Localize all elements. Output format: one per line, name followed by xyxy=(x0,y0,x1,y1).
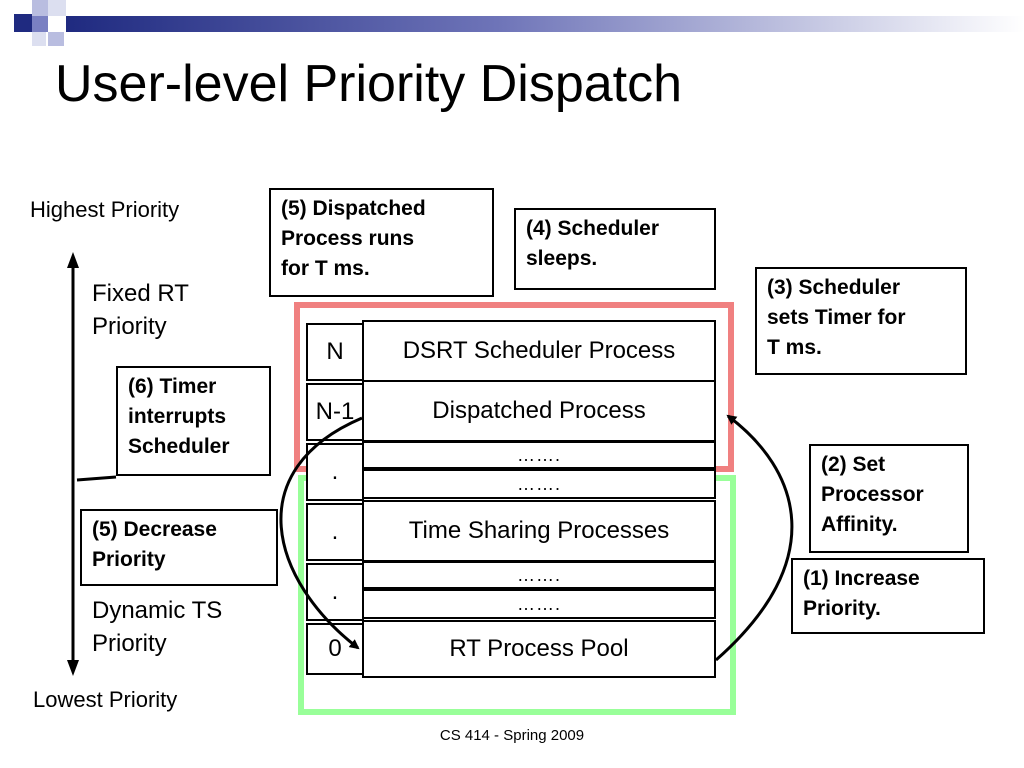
step2-processor-affinity-box: (2) Set Processor Affinity. xyxy=(809,444,969,553)
queue-level-cell: . xyxy=(306,443,364,501)
queue-ellipsis-cell: ……. xyxy=(362,469,716,499)
step-text: Affinity. xyxy=(821,513,898,536)
fixed-rt-line: Priority xyxy=(92,313,167,340)
step4-scheduler-sleeps-box: (4) Scheduler sleeps. xyxy=(514,208,716,290)
queue-ellipsis-cell: ……. xyxy=(362,561,716,589)
step-text: Processor xyxy=(821,483,924,506)
step-text: (1) Increase xyxy=(803,567,920,590)
step-text: for T ms. xyxy=(281,257,370,280)
header-square xyxy=(14,14,32,32)
queue-process-cell: RT Process Pool xyxy=(362,620,716,678)
step-text: interrupts xyxy=(128,405,227,428)
step-text: T ms. xyxy=(767,336,822,359)
step1-increase-priority-box: (1) Increase Priority. xyxy=(791,558,985,634)
queue-process-cell: Time Sharing Processes xyxy=(362,500,716,562)
page-title: User-level Priority Dispatch xyxy=(55,55,683,113)
slide-footer: CS 414 - Spring 2009 xyxy=(439,727,585,744)
step5-dispatched-box: (5) Dispatched Process runs for T ms. xyxy=(269,188,494,297)
header-bar xyxy=(66,16,1024,32)
queue-ellipsis-cell: ……. xyxy=(362,441,716,469)
queue-level-cell: N-1 xyxy=(306,383,364,441)
queue-ellipsis-cell: ……. xyxy=(362,589,716,619)
step-text: (6) Timer xyxy=(128,375,217,398)
queue-level-cell: 0 xyxy=(306,623,364,675)
step-text: sets Timer for xyxy=(767,306,906,329)
step5-decrease-priority-box: (5) Decrease Priority xyxy=(80,509,278,586)
step-text: Priority. xyxy=(803,597,881,620)
step-text: Priority xyxy=(92,548,166,571)
header-square xyxy=(48,0,66,16)
step6-timer-interrupts-box: (6) Timer interrupts Scheduler xyxy=(116,366,271,476)
step-text: (2) Set xyxy=(821,453,886,476)
queue-process-cell: Dispatched Process xyxy=(362,380,716,442)
queue-level-cell: . xyxy=(306,503,364,561)
priority-axis-arrow xyxy=(67,252,79,676)
queue-level-cell: N xyxy=(306,323,364,381)
step-text: Process runs xyxy=(281,227,415,250)
step-text: (4) Scheduler xyxy=(526,217,660,240)
step-text: sleeps. xyxy=(526,247,598,270)
queue-level-cell: . xyxy=(306,563,364,621)
header-square xyxy=(48,32,64,46)
header-square xyxy=(32,16,48,32)
step-text: (5) Decrease xyxy=(92,518,217,541)
dynamic-ts-priority-label: Dynamic TS Priority xyxy=(92,594,222,660)
lowest-priority-label: Lowest Priority xyxy=(33,687,178,712)
step-text: Scheduler xyxy=(128,435,230,458)
header-decoration xyxy=(0,0,1024,48)
fixed-rt-priority-label: Fixed RT Priority xyxy=(92,277,189,343)
dynamic-ts-line: Priority xyxy=(92,630,167,657)
header-square xyxy=(32,32,46,46)
step3-set-timer-box: (3) Scheduler sets Timer for T ms. xyxy=(755,267,967,375)
header-square xyxy=(32,0,48,16)
queue-process-cell: DSRT Scheduler Process xyxy=(362,320,716,382)
step-text: (5) Dispatched xyxy=(281,197,426,220)
step-text: (3) Scheduler xyxy=(767,276,901,299)
step6-connector-line xyxy=(76,475,117,482)
highest-priority-label: Highest Priority xyxy=(30,197,180,222)
fixed-rt-line: Fixed RT xyxy=(92,280,189,307)
dynamic-ts-line: Dynamic TS xyxy=(92,597,223,624)
